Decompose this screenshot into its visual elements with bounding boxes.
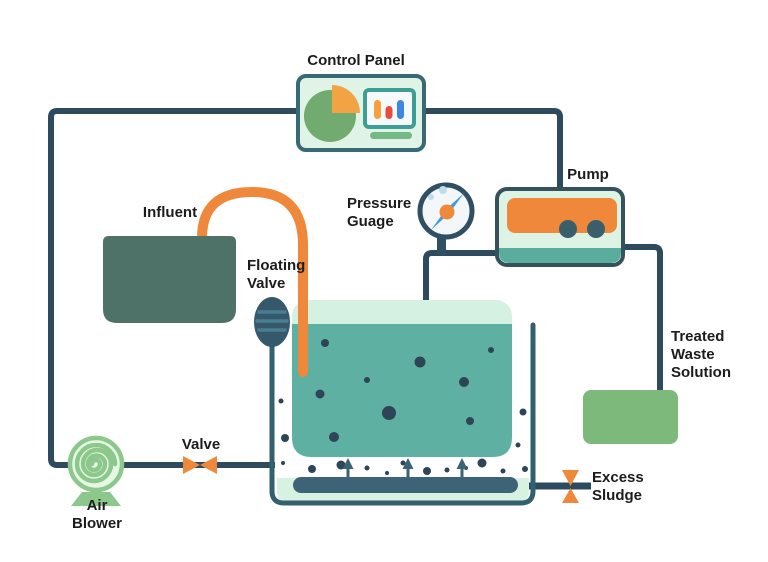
gauge-center-cap — [439, 204, 455, 220]
sludge-valve — [562, 470, 579, 503]
hourglass-valve-icon — [562, 470, 579, 486]
spiral-fan-icon — [74, 442, 118, 484]
pump-wheel-left — [559, 220, 577, 238]
bioreactor-tank — [269, 300, 536, 506]
influent-tank — [103, 236, 236, 323]
pie-slice — [332, 85, 360, 113]
treated-waste-tank — [583, 390, 678, 444]
treated-waste-label: Treated Waste Solution — [671, 328, 731, 381]
gauge-highlight-dot — [428, 194, 434, 200]
pump-body — [495, 187, 625, 267]
influent-label: Influent — [142, 204, 198, 221]
gauge-dial-icon — [417, 182, 475, 240]
tank-liquid — [292, 324, 512, 457]
air-blower — [67, 435, 125, 506]
pipe-valve — [183, 456, 217, 474]
bar-chart-monitor-icon — [363, 88, 416, 129]
pressure-gauge-label: Pressure Guage — [347, 195, 412, 230]
liquid-bubble-dots — [315, 339, 494, 442]
pump — [495, 187, 625, 267]
pipe-control-to-blower — [48, 108, 302, 468]
valve-label: Valve — [181, 436, 221, 453]
panel-green-strip — [370, 132, 412, 139]
diffuser-bar — [293, 477, 518, 493]
bowtie-valve-icon — [183, 456, 200, 474]
gauge-stem — [437, 232, 446, 255]
pump-label: Pump — [567, 166, 609, 183]
pipe-pump-to-treated — [620, 244, 663, 392]
pipe-gauge-riser — [423, 250, 500, 302]
air-blower-label: Air Blower — [71, 497, 122, 532]
floating-valve — [254, 297, 290, 347]
pump-base-strip — [499, 248, 621, 263]
gauge-highlight-dot — [439, 186, 447, 194]
control-panel-box — [296, 74, 426, 152]
blower-housing — [67, 435, 125, 493]
influent-hose — [197, 186, 308, 377]
tank-outer-wall — [269, 322, 536, 506]
excess-sludge-label: Excess Sludge — [592, 469, 644, 504]
control-panel-label: Control Panel — [307, 52, 405, 69]
floating-valve-label: Floating Valve — [247, 257, 306, 292]
pipe-control-to-pump — [420, 108, 563, 192]
pump-wheel-right — [587, 220, 605, 238]
pressure-gauge — [417, 182, 475, 240]
settling-dots — [278, 398, 528, 475]
blower-base — [71, 492, 121, 506]
control-panel — [296, 74, 426, 152]
